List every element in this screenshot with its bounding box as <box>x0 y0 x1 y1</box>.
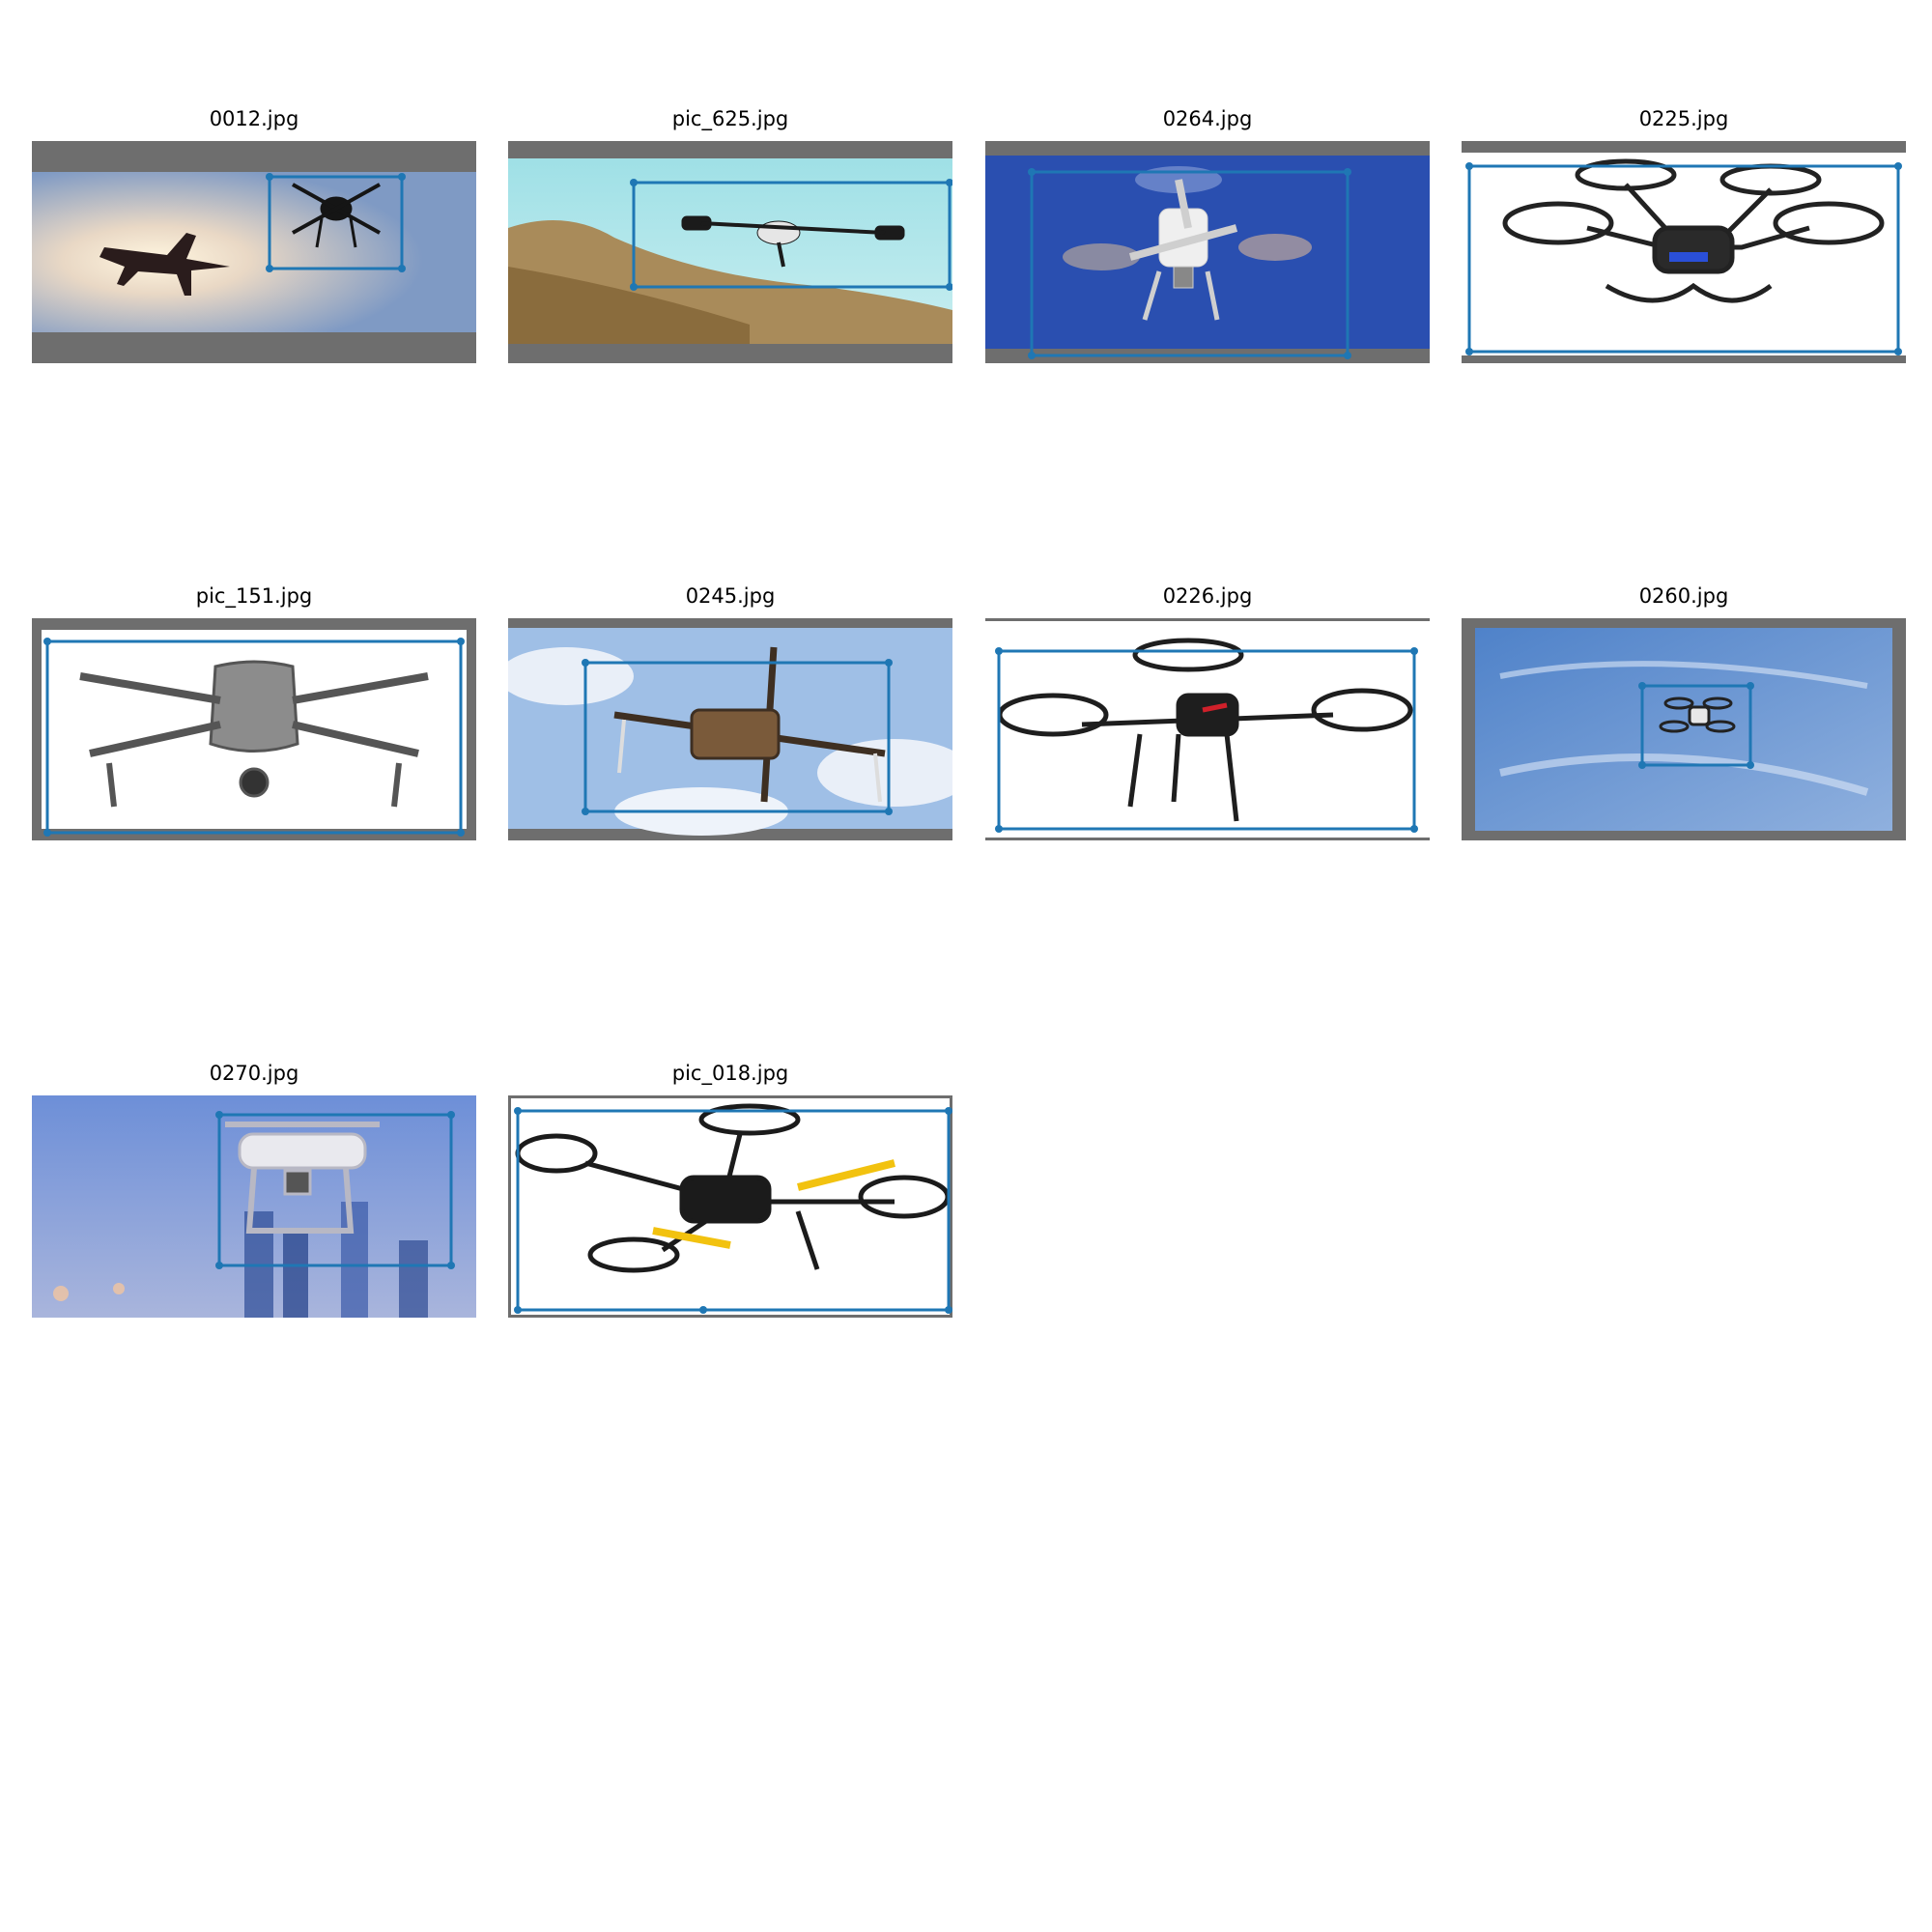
drone-silhouette <box>79 660 429 808</box>
image-filename: pic_018.jpg <box>671 1062 789 1085</box>
bounding-box <box>630 179 952 291</box>
image-thumbnail[interactable] <box>508 1095 952 1318</box>
image-filename: 0012.jpg <box>209 107 299 130</box>
image-thumbnail[interactable] <box>985 618 1430 840</box>
airplane-silhouette <box>99 233 230 296</box>
image-thumbnail[interactable] <box>32 618 476 840</box>
drone-silhouette <box>1659 696 1736 733</box>
image-thumbnail[interactable] <box>508 141 952 363</box>
drone-silhouette <box>997 638 1413 822</box>
bounding-box <box>266 173 406 272</box>
bounding-box <box>215 1111 455 1269</box>
drone-silhouette <box>292 183 381 248</box>
bounding-box <box>43 638 465 837</box>
image-thumbnail[interactable] <box>985 141 1430 363</box>
image-filename: 0260.jpg <box>1638 584 1729 608</box>
image-filename: 0226.jpg <box>1162 584 1253 608</box>
image-filename: 0270.jpg <box>209 1062 299 1085</box>
bounding-box <box>1465 162 1902 355</box>
image-thumbnail[interactable] <box>32 1095 476 1318</box>
drone-silhouette <box>613 646 886 803</box>
drone-silhouette <box>681 215 905 268</box>
image-filename: pic_625.jpg <box>671 107 789 130</box>
bounding-box <box>1028 168 1351 359</box>
image-filename: 0245.jpg <box>685 584 776 608</box>
image-thumbnail[interactable] <box>508 618 952 840</box>
image-thumbnail[interactable] <box>32 141 476 363</box>
image-filename: 0225.jpg <box>1638 107 1729 130</box>
drone-silhouette <box>1502 158 1885 303</box>
image-filename: 0264.jpg <box>1162 107 1253 130</box>
bounding-box <box>582 659 893 815</box>
drone-silhouette <box>225 1122 380 1234</box>
image-thumbnail[interactable] <box>1462 141 1906 363</box>
bounding-box <box>514 1107 952 1314</box>
image-filename: pic_151.jpg <box>195 584 313 608</box>
bounding-box <box>1638 682 1754 769</box>
image-thumbnail[interactable] <box>1462 618 1906 840</box>
bounding-box <box>995 647 1418 833</box>
